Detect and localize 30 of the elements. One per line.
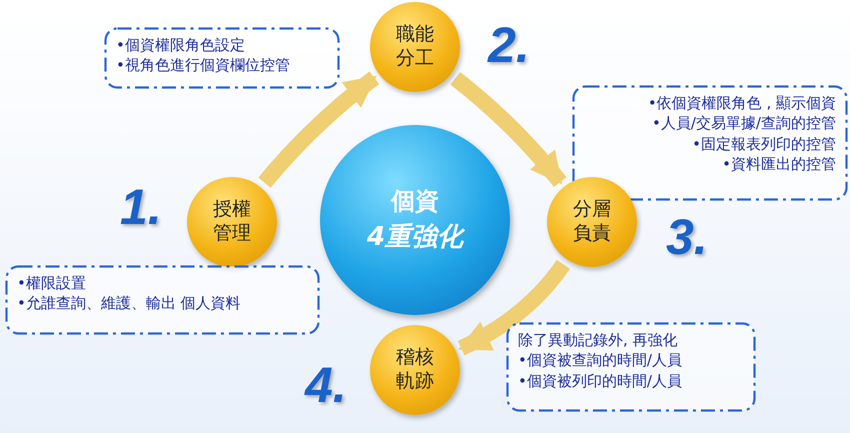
callout-box [104, 27, 340, 89]
bullet-text: •人員/交易單據/查詢的控管 [651, 113, 836, 134]
step-number: 2. [488, 20, 530, 70]
block-arrow [458, 260, 570, 356]
bullet-text: •視角色進行個資欄位控管 [116, 55, 291, 76]
step-number: 1. [120, 182, 162, 232]
callout-box [506, 322, 756, 412]
bullet-text: •個資權限角色設定 [116, 35, 246, 56]
callout-box [572, 85, 848, 201]
center-subtitle: 4重強化 [366, 220, 464, 254]
step-label: 授權管理 [212, 198, 252, 246]
step-circle [547, 177, 637, 267]
bullet-text: •個資被列印的時間/人員 [518, 370, 683, 391]
step-label: 分層負責 [572, 198, 612, 246]
bullet-text: •資料匯出的控管 [721, 154, 836, 174]
bullet-text: •權限設置 [17, 273, 87, 294]
block-arrow [450, 72, 567, 188]
bullet-text: •固定報表列印的控管 [691, 134, 836, 154]
step-label: 稽核軌跡 [395, 346, 435, 394]
step-circle [370, 2, 460, 92]
step-number: 4. [305, 360, 347, 410]
bullet-text: •個資被查詢的時間/人員 [518, 350, 683, 370]
bullet-text: •依個資權限角色 , 顯示個資 [646, 93, 836, 114]
bullet-text: •允誰查詢、維護、輸出 個人資料 [17, 293, 242, 314]
center-title: 個資 [391, 186, 439, 217]
step-number: 3. [666, 212, 708, 262]
step-label: 職能分工 [395, 23, 435, 71]
bullet-text: 除了異動記錄外, 再強化 [518, 330, 679, 350]
callout-box [5, 265, 320, 335]
block-arrow [258, 71, 380, 188]
